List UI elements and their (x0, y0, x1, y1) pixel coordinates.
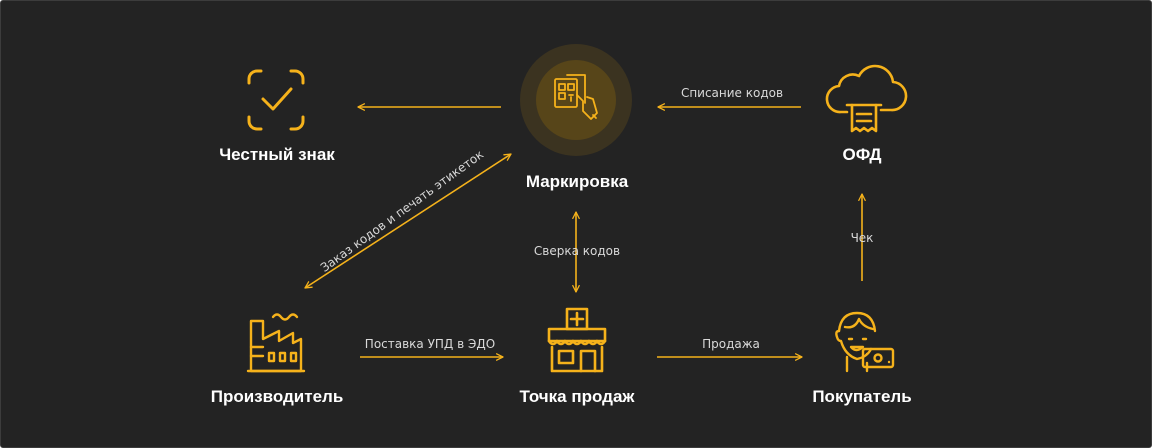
customer-with-cash-icon (835, 311, 895, 373)
arrow-markirovka-proizvoditel (304, 153, 512, 289)
edge-label-prodazha: Продажа (702, 337, 760, 351)
pharmacy-store-icon (547, 307, 607, 373)
edge-label-postavka: Поставка УПД в ЭДО (364, 337, 496, 351)
edge-label-spisanie: Списание кодов (680, 86, 784, 100)
node-label-ofd: ОФД (842, 145, 882, 164)
edge-label-sverka: Сверка кодов (533, 244, 621, 258)
qr-scan-icon (520, 44, 632, 156)
node-label-markirovka: Маркировка (525, 172, 629, 191)
edge-label-chek: Чек (850, 231, 874, 245)
node-label-tochka-prodazh: Точка продаж (519, 387, 635, 406)
cloud-receipt-icon (825, 64, 908, 133)
factory-icon (246, 313, 306, 373)
node-label-chestny-znak: Честный знак (219, 145, 335, 164)
node-label-pokupatel: Покупатель (812, 387, 912, 406)
checkmark-frame-icon (247, 69, 305, 131)
node-label-proizvoditel: Производитель (210, 387, 344, 406)
